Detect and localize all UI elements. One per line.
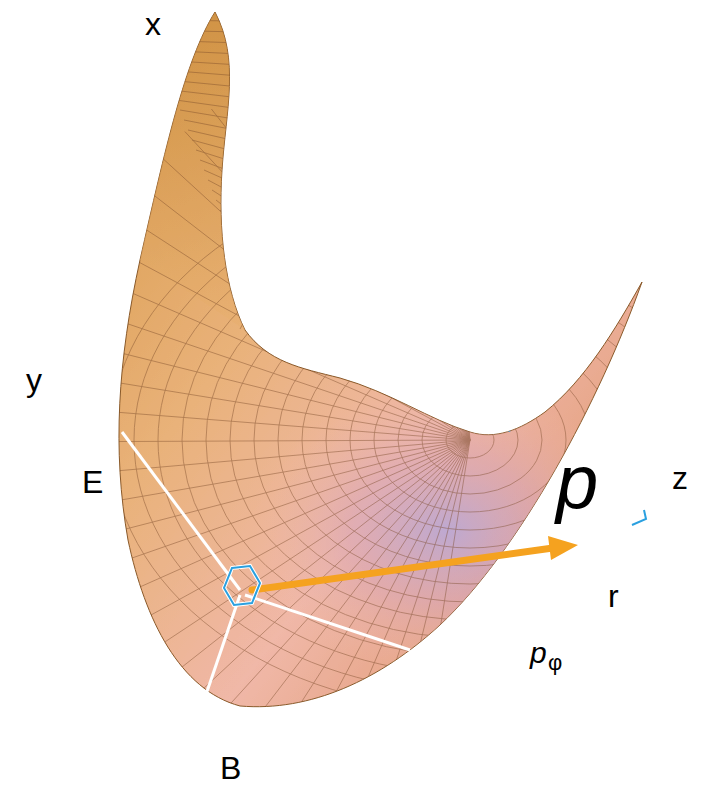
axis-label: y (26, 364, 42, 396)
axis-label: z (672, 462, 688, 494)
momentum-component-label: p (530, 638, 547, 668)
field-label: B (220, 752, 241, 784)
axis-label: x (145, 8, 161, 40)
subscript-label: φ (548, 652, 562, 674)
momentum-label: p (556, 444, 598, 520)
axis-label: r (608, 580, 619, 612)
field-label: E (82, 466, 103, 498)
